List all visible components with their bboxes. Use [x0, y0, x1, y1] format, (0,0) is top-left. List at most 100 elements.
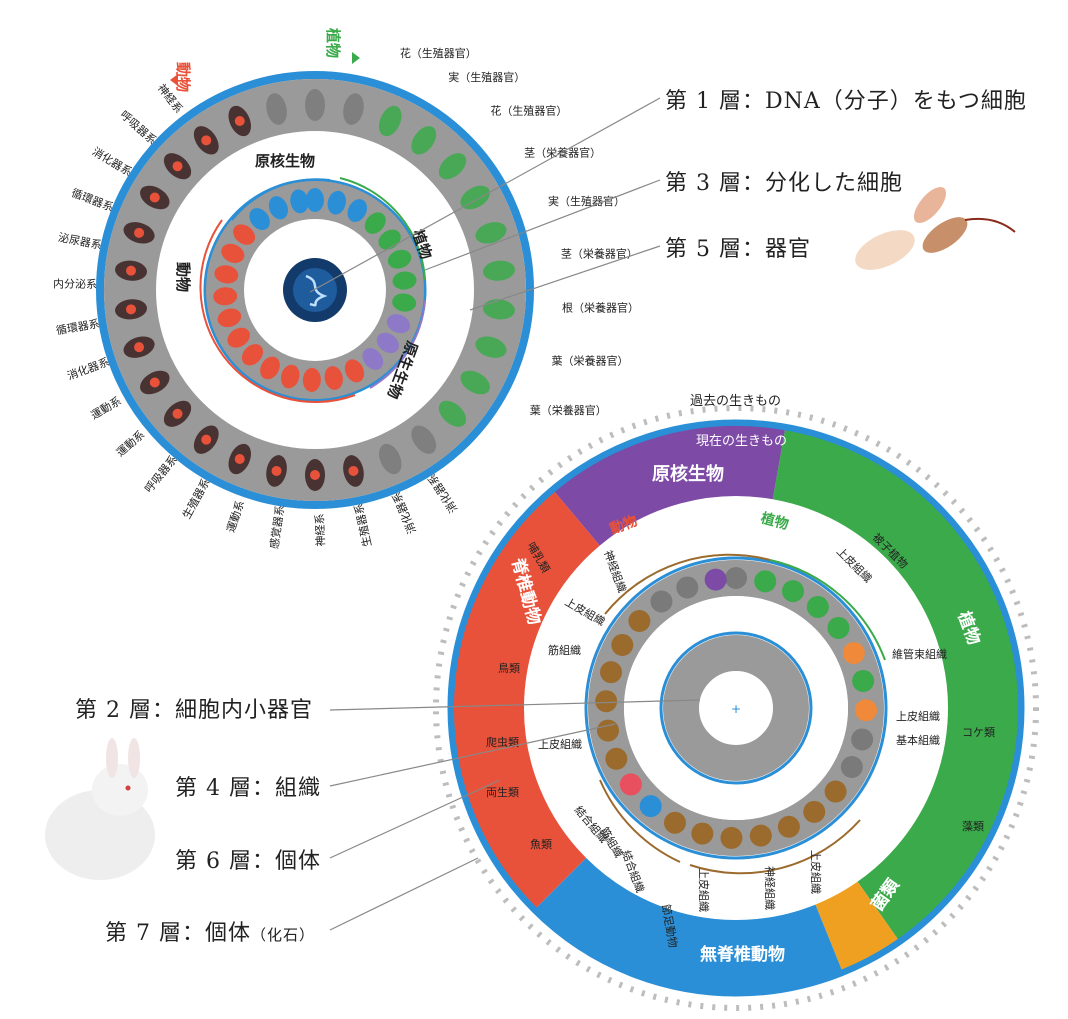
organelle-blue-ring: [659, 631, 813, 785]
tissue-dot: [596, 719, 619, 742]
cell-shape: [268, 196, 288, 220]
rabbit-head-icon: [92, 764, 148, 816]
label-inner-animal: 動物: [174, 262, 192, 292]
organ-label-animal: 運動系: [113, 427, 147, 459]
organ-highlight: [271, 465, 282, 476]
rabbit-illustration: [45, 738, 155, 880]
organ-silhouette: [460, 370, 490, 395]
plant-subgroup-label: 藻類: [962, 820, 984, 833]
cell-shape: [227, 327, 250, 348]
cell-shape: [347, 199, 367, 222]
bracket-tissue-animal-left: [599, 779, 681, 863]
tissue-dot: [663, 811, 686, 834]
animal-arrow-icon: [170, 74, 178, 86]
label-past: 過去の生きもの: [690, 394, 781, 409]
cell-shape: [392, 271, 417, 290]
tissue-dot: [806, 595, 829, 618]
organ-label-plant: 茎（栄養器官）: [524, 146, 601, 160]
cell-shape: [290, 189, 309, 214]
cell-shape: [233, 224, 256, 245]
leader-layer1: [309, 97, 661, 293]
organ-highlight: [172, 161, 183, 172]
tissue-dot: [720, 826, 743, 849]
bracket-animal: [199, 219, 356, 403]
cell-shape: [217, 308, 242, 328]
organ-label-animal: 呼吸器系: [142, 453, 180, 495]
top-animal-header: 動物: [174, 62, 192, 92]
cell-shape: [306, 188, 324, 212]
tissue-dot: [777, 815, 800, 838]
organ-highlight: [201, 434, 212, 445]
tissue-label-animal: 上皮組織: [809, 850, 822, 894]
bracket-protist: [369, 299, 426, 389]
tissue-dot: [628, 610, 651, 633]
tissue-dot: [803, 800, 826, 823]
callout-layer7: 第 7 層：個体（化石）: [105, 915, 315, 947]
organ-highlight: [134, 342, 145, 353]
dna-helix-icon: [305, 274, 328, 307]
tissue-label-plant: 基本組織: [896, 733, 940, 747]
tissue-dot: [691, 822, 714, 845]
organ-label-animal: 呼吸器系: [117, 108, 158, 147]
cell-shape: [241, 344, 264, 366]
cell-shape: [260, 356, 280, 380]
tissue-dot: [619, 773, 642, 796]
vertebrate-subgroup-label: 両生類: [486, 785, 519, 799]
tissue-dot: [827, 616, 850, 639]
vertebrate-subgroup-label: 爬虫類: [486, 736, 519, 749]
organ-highlight: [201, 135, 212, 146]
organ-silhouette: [438, 153, 467, 180]
callout-layer5: 第 5 層：器官: [665, 237, 811, 262]
top-plant-header: 植物: [324, 28, 342, 58]
plant-subgroup-label: コケ類: [962, 726, 995, 739]
organ-label-animal: 神経系: [312, 513, 327, 546]
cell-shape: [324, 366, 343, 390]
organ-label-animal: 消化器系: [425, 471, 461, 516]
organ-label-animal: 内分泌系: [53, 277, 97, 291]
organ-highlight: [234, 115, 245, 126]
organ-highlight: [172, 408, 183, 419]
organ-silhouette: [379, 443, 402, 475]
organelle-ring: [663, 635, 809, 781]
cell-shape: [213, 287, 238, 306]
plant-arrow-icon: [352, 52, 360, 64]
segment-vertebrate: [454, 491, 601, 908]
segment-fungi: [814, 881, 898, 970]
organ-silhouette: [343, 93, 364, 125]
cell-shape: [302, 367, 321, 392]
callout-layer7-main: 第 7 層：個体: [105, 921, 251, 946]
tissue-dot: [854, 699, 877, 722]
organ-label-animal: 循環器系: [55, 317, 101, 337]
bottom-plant-header: 植物: [758, 509, 790, 533]
organ-label-animal: 生殖器系: [179, 476, 212, 521]
kingdom-ring: [454, 426, 1018, 990]
organ-label-plant: 根（栄養器官）: [562, 301, 639, 315]
organ-silhouette: [411, 425, 437, 454]
cell-shape: [376, 332, 399, 354]
tissue-dot: [676, 576, 699, 599]
organelle-core: [700, 672, 772, 744]
tissue-blue-ring: [584, 556, 888, 860]
tissue-dot: [595, 690, 618, 713]
tissue-dot: [781, 580, 804, 603]
tissue-dot: [611, 633, 634, 656]
leader-layer4: [329, 723, 616, 787]
rabbit-eye-icon: [125, 785, 131, 791]
bottom-circle: + 動物 植物 過去の生きもの 現在の生きもの 原核生物 植物 菌類 無脊椎動物…: [433, 394, 1039, 1011]
tissue-dot: [639, 795, 662, 818]
leader-layer6: [329, 779, 501, 859]
fossil-ring: [433, 405, 1039, 1011]
tissue-dot: [749, 824, 772, 847]
bracket-prokaryote: [231, 178, 331, 221]
tissue-dot: [754, 570, 777, 593]
organ-label-animal: 消化器系: [389, 490, 419, 536]
organ-label-animal: 運動系: [223, 499, 247, 535]
cell-shape: [344, 359, 365, 383]
tissue-dot: [650, 590, 673, 613]
organ-silhouette: [483, 299, 515, 320]
organ-label-animal: 運動系: [88, 393, 124, 422]
organ-silhouette: [411, 126, 437, 155]
cell-shape: [386, 314, 411, 334]
bird-beak-icon: [964, 217, 1016, 233]
callout-layer3: 第 3 層：分化した細胞: [665, 171, 903, 196]
